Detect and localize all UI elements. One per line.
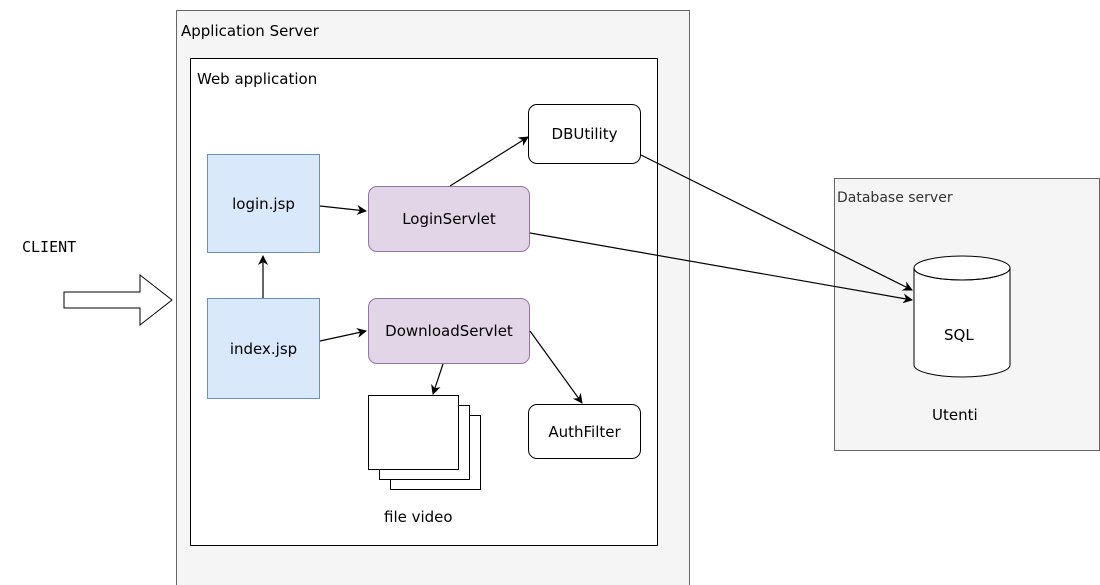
file-video-document-front[interactable] <box>368 395 459 470</box>
application-server-title: Application Server <box>181 22 319 40</box>
database-server-title: Database server <box>837 190 953 206</box>
utenti-caption: Utenti <box>932 406 978 424</box>
edge-download-servlet-to-file-video <box>431 363 444 395</box>
login-jsp-node[interactable]: login.jsp <box>207 154 320 253</box>
db-utility-node[interactable]: DBUtility <box>528 104 641 164</box>
auth-filter-node[interactable]: AuthFilter <box>528 404 641 459</box>
web-application-title: Web application <box>197 70 318 88</box>
login-servlet-node[interactable]: LoginServlet <box>368 186 530 252</box>
client-label: CLIENT <box>22 238 77 256</box>
edge-login-servlet-to-sql <box>529 232 913 304</box>
client-arrow <box>63 273 173 327</box>
download-servlet-node[interactable]: DownloadServlet <box>368 298 530 364</box>
edge-download-servlet-to-authfilter <box>529 330 583 404</box>
index-jsp-node[interactable]: index.jsp <box>207 298 320 399</box>
edge-dbutility-to-sql <box>640 154 913 291</box>
sql-database-icon[interactable] <box>913 255 1011 378</box>
file-video-label: file video <box>384 508 453 526</box>
sql-label: SQL <box>944 326 974 344</box>
edge-login-servlet-to-dbutility <box>449 136 529 187</box>
edge-index-jsp-to-download-servlet <box>319 328 367 342</box>
edge-login-jsp-to-login-servlet <box>319 205 367 215</box>
